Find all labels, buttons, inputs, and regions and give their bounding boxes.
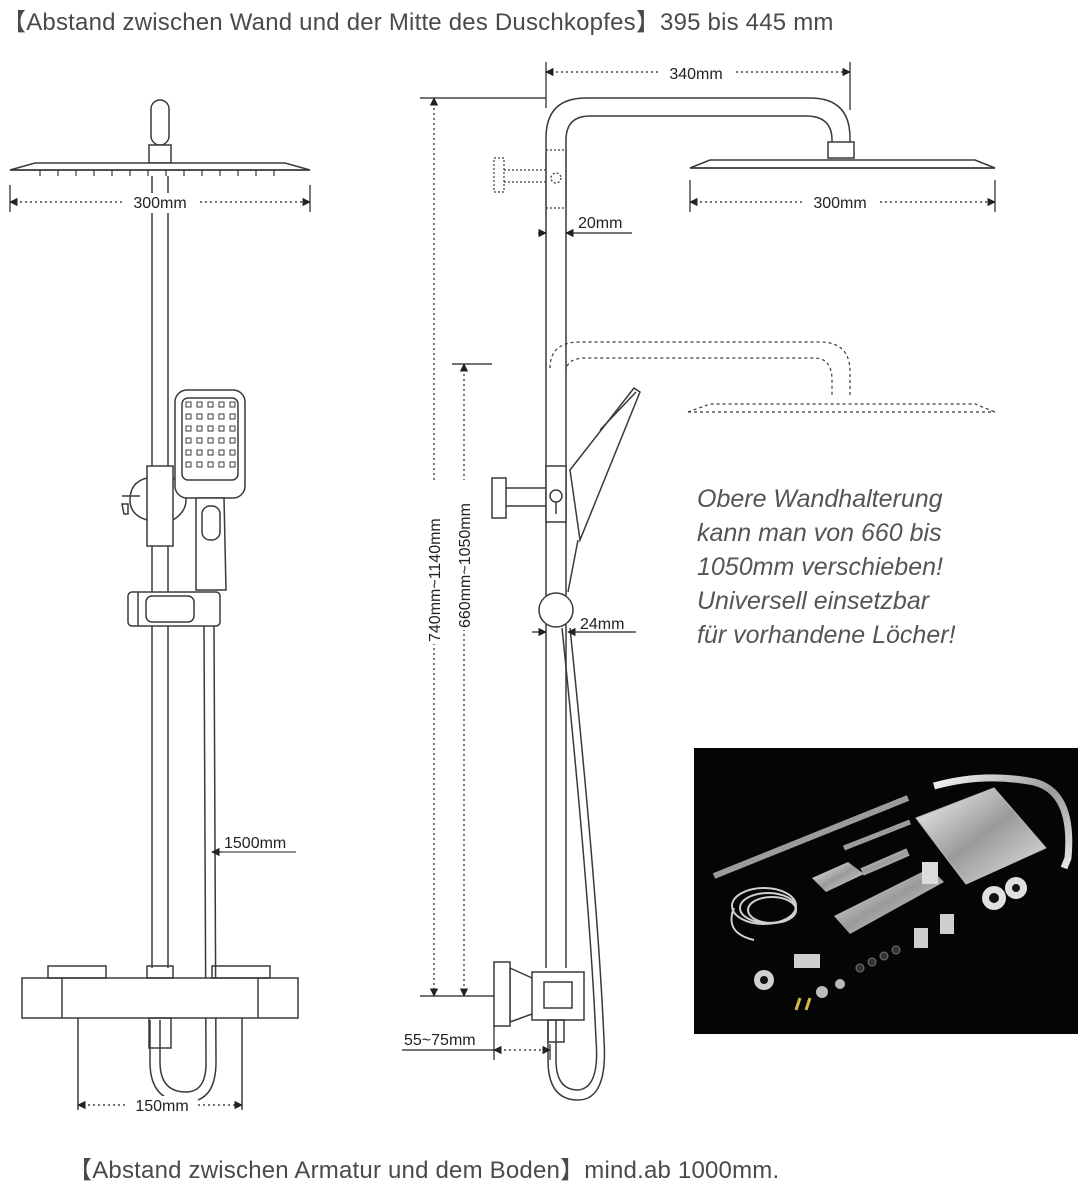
photo-shower-head: [915, 787, 1047, 885]
photo-hose-coil: [730, 887, 797, 941]
side-view: [491, 97, 996, 1101]
photo-riser-rod: [712, 795, 910, 879]
photo-shower-arm: [933, 774, 1073, 870]
product-photo-illustration: [712, 774, 1073, 1011]
side-hand-shower: [569, 386, 641, 543]
front-hose-length-label: 1500mm: [224, 835, 286, 852]
front-inlet-spacing-label: 150mm: [135, 1098, 188, 1115]
side-wall-offset-label: 55~75mm: [404, 1032, 476, 1049]
side-head-width-label: 300mm: [813, 195, 866, 212]
product-photo: [694, 748, 1078, 1034]
note-line: Obere Wandhalterung: [697, 485, 943, 513]
note-line: 1050mm verschieben!: [697, 553, 943, 581]
front-head-nozzles: [39, 170, 275, 176]
front-shower-head: [9, 162, 311, 171]
front-hand-shower-nozzles: [185, 401, 236, 468]
note-line: für vorhandene Löcher!: [697, 621, 956, 649]
note-line: Universell einsetzbar: [697, 587, 930, 615]
side-lower-pipe-diameter-label: 24mm: [580, 616, 624, 633]
front-slider-holder: [127, 591, 221, 627]
front-view: [9, 99, 311, 1110]
front-mixer-body: [21, 977, 299, 1019]
side-pipe-diameter-label: 20mm: [578, 215, 622, 232]
front-head-connector: [148, 144, 172, 164]
side-shower-head: [689, 159, 996, 169]
adjustment-note: Obere Wandhalterung kann man von 660 bis…: [697, 482, 956, 652]
front-riser-top: [150, 99, 170, 146]
side-wall-bracket: [491, 477, 507, 519]
photo-hand-shower: [812, 848, 910, 892]
side-slider-knob: [538, 592, 574, 628]
side-riser-arm: [545, 97, 851, 968]
note-line: kann man von 660 bis: [697, 519, 942, 547]
front-head-width-label: 300mm: [133, 195, 186, 212]
photo-mixer: [834, 862, 944, 934]
side-hose: [555, 627, 598, 1091]
header-title: 【Abstand zwischen Wand und der Mitte des…: [2, 9, 834, 36]
side-alt-position: [549, 341, 996, 413]
side-total-height-label: 740mm~1140mm: [427, 518, 444, 642]
side-mixer-body: [531, 971, 585, 1021]
side-bracket-range-label: 660mm~1050mm: [457, 503, 474, 628]
front-wall-bracket: [146, 465, 174, 547]
front-hose: [159, 625, 207, 1093]
photo-small-parts: [754, 877, 1027, 1011]
side-arm-reach-label: 340mm: [669, 66, 722, 83]
